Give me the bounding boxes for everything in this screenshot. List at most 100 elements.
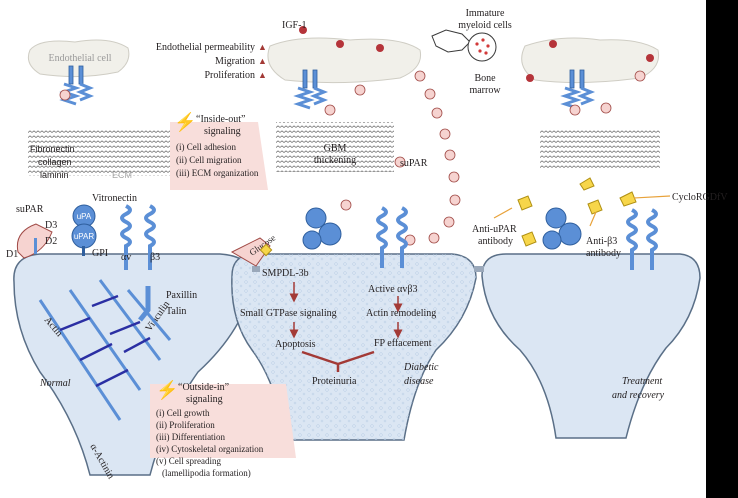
outside-in-item: (iii) Differentiation [156,432,226,442]
apoptosis-label: Apoptosis [275,339,316,350]
bone-marrow-icon [467,32,497,62]
upar-complex-middle [302,207,342,250]
d2-label: D2 [45,236,57,247]
inside-out-item: (ii) Cell migration [176,155,242,165]
anti-upar-line2: antibody [478,236,513,247]
bone-marrow-label-line1: Bone [474,73,496,84]
outside-in-title-line2: signaling [186,394,223,405]
side-black-bar [706,0,738,498]
inside-out-item: (iii) ECM organization [176,168,259,178]
beta-3-label: β3 [150,252,160,263]
effect-item: Endothelial permeability [156,42,255,53]
up-arrow-icon: ▲ [258,42,267,52]
outside-in-item: (v) Cell spreading [156,456,221,466]
anti-upar-line1: Anti-uPAR [472,224,517,235]
glucose-icon [230,237,271,267]
anti-b3-line1: Anti-β3 [586,236,617,247]
talin-label: Talin [166,306,186,317]
anti-b3-line2: antibody [586,248,621,259]
actin-remodeling-label: Actin remodeling [366,308,436,319]
ecm-block-left [28,128,178,176]
igf1-stars [299,26,654,82]
leader-line [589,211,597,227]
lightning-icon: ⚡ [156,379,178,401]
treatment-caption-line2: and recovery [612,390,665,401]
antibody-icons [517,177,637,247]
outside-in-item: (ii) Proliferation [156,420,215,430]
upa-upar-complex [71,204,97,256]
converging-arrow [301,350,375,372]
gpi-label: GPI [92,248,108,259]
up-arrow-icon: ▲ [258,70,267,80]
diabetic-caption-line2: disease [404,376,434,387]
inside-out-item: (i) Cell adhesion [176,142,236,152]
gbm-block-middle [276,122,394,172]
active-avb3-label: Active αvβ3 [368,284,417,295]
ecm-label-laminin: laminin [40,170,69,180]
leader-line [493,207,513,219]
immature-label-line2: myeloid cells [458,20,512,31]
smpdl-icon [259,243,273,257]
normal-caption: Normal [39,378,71,389]
supar-label: suPAR [16,204,44,215]
ecm-label-fibronectin: Fibronectin [30,144,75,154]
effects-list: Endothelial permeability Migration Proli… [156,42,267,81]
endothelial-receptor-right [560,69,596,110]
gbm-label-line1: GBM [324,143,347,154]
integrin-avb3-right [626,208,658,270]
effect-item: Migration [215,56,255,67]
outside-in-panel [150,384,296,458]
paxillin-label: Paxillin [166,290,197,301]
endothelial-cell-right [521,37,660,84]
endothelial-cell-left [27,39,130,78]
d3-label: D3 [45,220,57,231]
endothelial-cell-label: Endothelial cell [48,53,111,64]
alpha-v-label: αv [121,252,131,263]
outside-in-item: (iv) Cytoskeletal organization [156,444,264,454]
immature-label-line1: Immature [466,8,505,19]
lightning-icon: ⚡ [174,111,196,133]
focal-adhesion [138,286,151,322]
igf1-label: IGF-1 [282,20,306,31]
leader-line [633,195,671,199]
d1-label: D1 [6,249,18,260]
small-gtpase-label: Small GTPase signaling [240,308,337,319]
ecm-block-right [540,130,660,170]
supar-mid-label: suPAR [400,158,428,169]
ecm-label-collagen: collagen [38,157,72,167]
integrin-avb3-left [120,204,156,270]
upar-label: uPAR [74,232,95,241]
cell-junction [474,266,484,272]
bone-marrow-dots [475,38,490,55]
smpdl-label: SMPDL-3b [262,268,309,279]
outside-in-title-line1: “Outside-in” [178,382,229,393]
outside-in-item: (lamellipodia formation) [162,468,251,478]
proteinuria-label: Proteinuria [312,376,357,387]
bone-marrow-label-line2: marrow [469,85,501,96]
inside-out-title-line2: signaling [204,126,241,137]
myeloid-cell-icon [431,29,471,53]
fp-effacement-label: FP effacement [374,338,432,349]
inside-out-panel [170,122,268,190]
inside-out-title-line1: “Inside-out” [196,114,245,125]
integrin-avb3-middle [376,206,408,268]
upar-complex-right [542,207,582,250]
outside-in-item: (i) Cell growth [156,408,210,418]
endothelial-receptor-middle [293,69,329,110]
endothelial-cell-middle [267,37,422,84]
upa-label: uPA [77,212,92,221]
vitronectin-label: Vitronectin [92,193,137,204]
supar-receptor-left [16,223,53,259]
cell-junction [252,266,260,272]
podocyte-recovery [481,253,701,439]
alpha-actinin-links [59,294,151,388]
gbm-label-line2: thickening [314,155,356,166]
cyclo-label: CycloRGDfV [672,192,728,203]
ecm-label: ECM [112,170,132,180]
treatment-caption-line1: Treatment [622,376,662,387]
up-arrow-icon: ▲ [258,56,267,66]
diabetic-caption-line1: Diabetic [403,362,439,373]
effect-item: Proliferation [204,70,255,81]
